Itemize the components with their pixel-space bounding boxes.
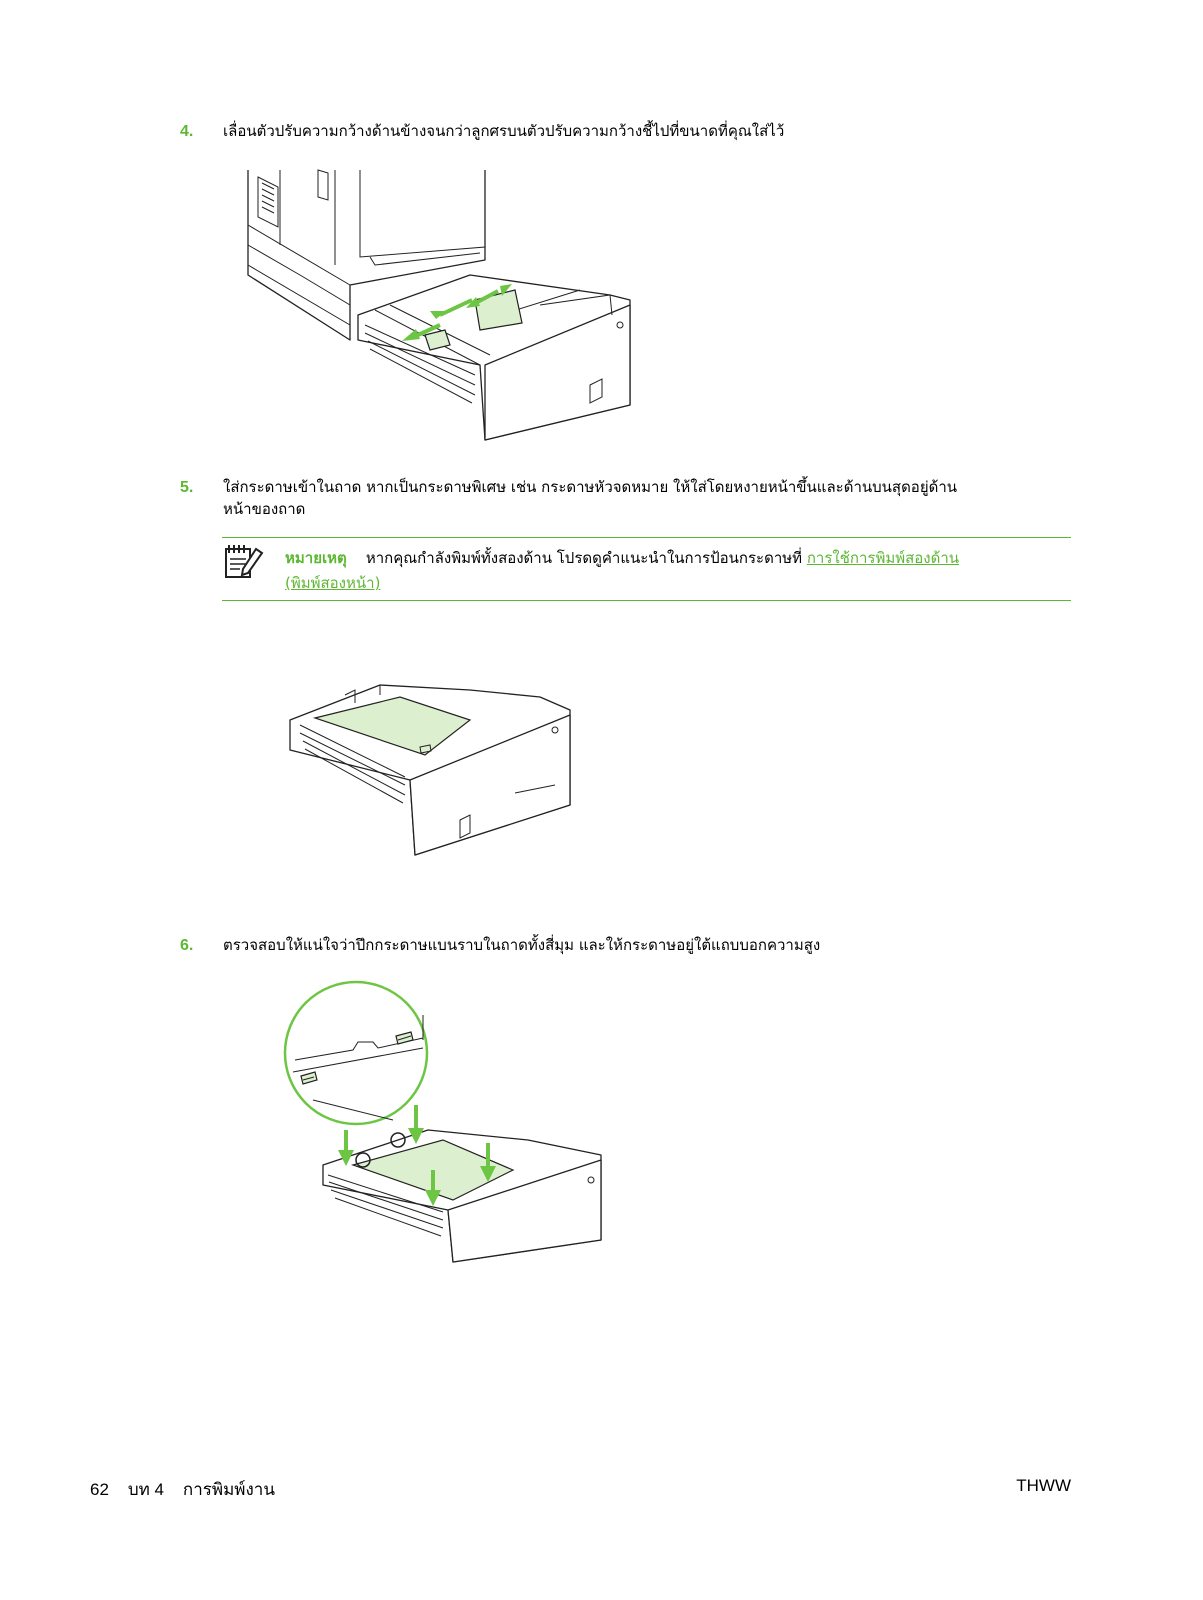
note-top-rule (222, 537, 1071, 538)
chapter-title: การพิมพ์งาน (182, 1480, 275, 1499)
tray-paper-flat-figure (283, 980, 602, 1263)
note-bottom-rule (222, 600, 1071, 601)
step-4-number: 4. (180, 123, 194, 140)
step-5-number: 5. (180, 479, 194, 496)
step-6-number: 6. (180, 937, 194, 954)
step-5-line-2: หน้าของถาด (223, 500, 306, 518)
note-pad-icon (225, 545, 264, 578)
step-6-text: ตรวจสอบให้แน่ใจว่าปึกกระดาษแบนราบในถาดทั… (223, 936, 821, 954)
tray-paper-loaded-figure (289, 684, 571, 856)
chapter-label: บท 4 (127, 1480, 165, 1499)
tray-width-guides-figure (247, 169, 631, 441)
note-line-1: หมายเหตุ หากคุณกำลังพิมพ์ทั้งสองด้าน โปร… (285, 547, 959, 569)
duplex-link[interactable]: การใช้การพิมพ์สองด้าน (806, 549, 960, 567)
step-4-text: เลื่อนตัวปรับความกว้างด้านข้างจนกว่าลูกศ… (223, 122, 785, 140)
duplex-link-continued[interactable]: (พิมพ์สองหน้า) (285, 574, 381, 592)
footer-left: 62 บท 4 การพิมพ์งาน (90, 1476, 275, 1503)
step-5-line-1: ใส่กระดาษเข้าในถาด หากเป็นกระดาษพิเศษ เช… (223, 478, 958, 496)
note-text: หากคุณกำลังพิมพ์ทั้งสองด้าน โปรดดูคำแนะน… (365, 549, 803, 567)
note-label: หมายเหตุ (285, 549, 347, 567)
page-number: 62 (90, 1480, 109, 1499)
footer-locale: THWW (1016, 1476, 1071, 1495)
